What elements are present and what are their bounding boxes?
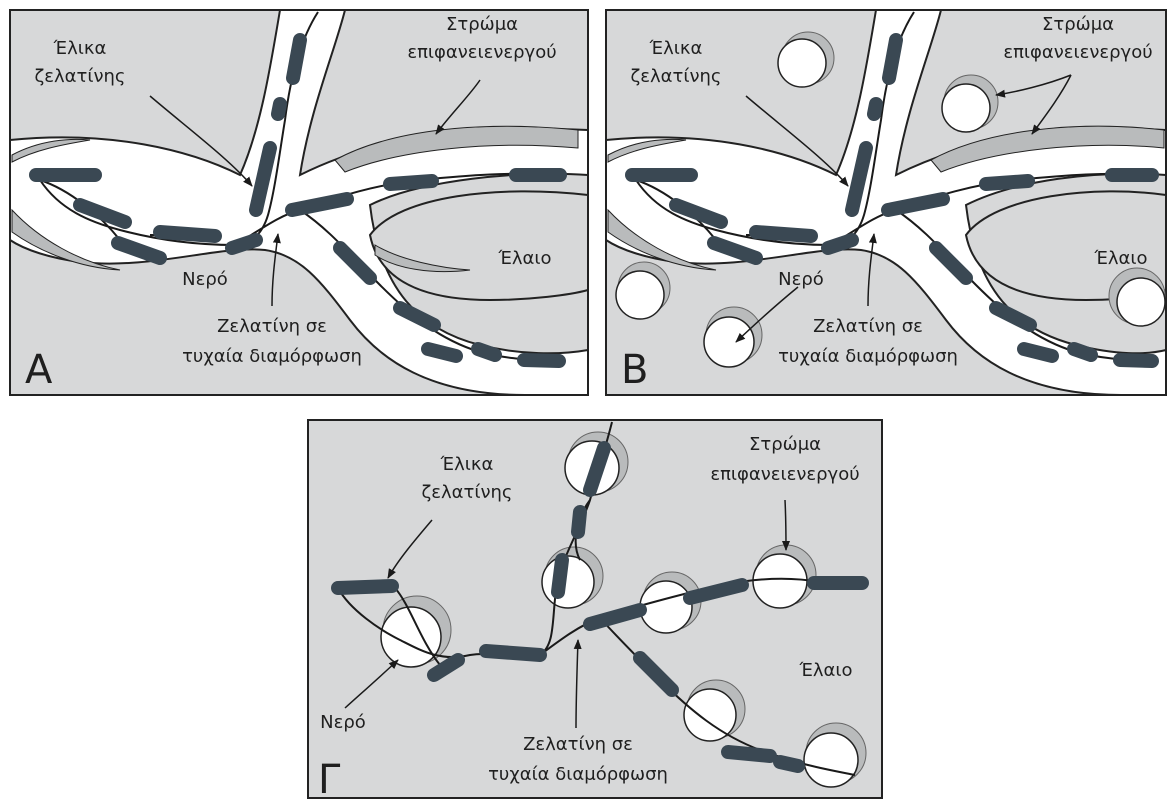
gelatin-helix: [828, 240, 852, 248]
panel-a-random-gel-label-2: τυχαία διαμόρφωση: [182, 346, 362, 367]
panel-c-random-gel-label-1: Ζελατίνη σε: [523, 734, 633, 755]
panel-b-helix-label-2: ζελατίνης: [631, 66, 722, 87]
gelatin-helix: [728, 752, 770, 756]
gelatin-helix: [1120, 360, 1152, 361]
gelatin-helix: [756, 232, 811, 236]
gelatin-helix: [428, 349, 456, 356]
gelatin-helix: [160, 232, 215, 236]
panel-a-oil-label: Έλαιο: [497, 248, 551, 269]
panel-b-surfactant-label-1: Στρώμα: [1042, 14, 1114, 35]
water-droplet: [1117, 278, 1165, 326]
gelatin-helix: [232, 240, 256, 248]
water-droplet: [753, 554, 807, 608]
panel-a-helix-label-1: Έλικα: [53, 38, 107, 59]
gelatin-helix: [780, 762, 798, 766]
panel-b: Έλικα ζελατίνης Στρώμα επιφανειενεργού Έ…: [606, 10, 1166, 395]
panel-c-surfactant-label-1: Στρώμα: [749, 434, 821, 455]
panel-a: Έλικα ζελατίνης Στρώμα επιφανειενεργού Έ…: [10, 10, 588, 395]
gelatin-helix: [578, 512, 580, 532]
panel-c-helix-label-1: Έλικα: [440, 454, 494, 475]
gelatin-helix: [986, 181, 1028, 184]
water-droplet: [778, 39, 826, 87]
gelatin-helix: [478, 349, 495, 355]
water-droplet: [640, 581, 692, 633]
gelatin-helix: [524, 360, 559, 361]
panel-b-random-gel-label-2: τυχαία διαμόρφωση: [778, 346, 958, 367]
gelatin-helix: [338, 586, 392, 588]
gelatin-helix: [1024, 349, 1052, 356]
panel-b-letter: Β: [621, 347, 648, 393]
panel-a-surfactant-label-1: Στρώμα: [446, 14, 518, 35]
panel-c-random-gel-label-2: τυχαία διαμόρφωση: [488, 764, 668, 785]
panel-c-helix-label-2: ζελατίνης: [422, 482, 513, 503]
panel-a-letter: Α: [25, 347, 53, 393]
panel-b-random-gel-label-1: Ζελατίνη σε: [813, 316, 923, 337]
gelatin-helix: [278, 104, 280, 114]
water-droplet: [684, 689, 736, 741]
panel-c-letter: Γ: [318, 757, 341, 801]
water-droplet: [804, 733, 858, 787]
gelatin-helix: [874, 104, 876, 114]
gelatin-helix: [390, 181, 432, 184]
panel-c: Έλικα ζελατίνης Στρώμα επιφανειενεργού Έ…: [308, 420, 882, 801]
gelatin-helix: [1074, 349, 1091, 355]
panel-b-water-label: Νερό: [778, 269, 824, 290]
gelatin-helix: [293, 40, 300, 78]
panel-c-oil-label: Έλαιο: [798, 660, 852, 681]
gelatin-helix: [558, 560, 562, 592]
gelatin-helix: [889, 40, 896, 78]
water-droplet: [942, 84, 990, 132]
water-droplet: [704, 317, 754, 367]
panel-b-helix-label-1: Έλικα: [649, 38, 703, 59]
panel-b-oil-label: Έλαιο: [1093, 248, 1147, 269]
water-droplet: [616, 271, 664, 319]
panel-a-random-gel-label-1: Ζελατίνη σε: [217, 316, 327, 337]
panel-a-helix-label-2: ζελατίνης: [35, 66, 126, 87]
panel-c-water-label: Νερό: [320, 712, 366, 733]
panel-c-surfactant-label-2: επιφανειενεργού: [710, 464, 859, 485]
panel-b-surfactant-label-2: επιφανειενεργού: [1003, 42, 1152, 63]
panel-a-surfactant-label-2: επιφανειενεργού: [407, 42, 556, 63]
gelatin-helix: [486, 651, 540, 655]
panel-a-water-label: Νερό: [182, 269, 228, 290]
